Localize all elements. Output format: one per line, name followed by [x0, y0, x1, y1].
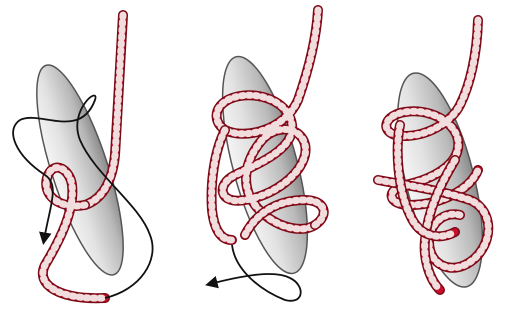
step-3: [378, 20, 500, 295]
step-2: [205, 10, 325, 301]
step-1: [13, 15, 152, 298]
